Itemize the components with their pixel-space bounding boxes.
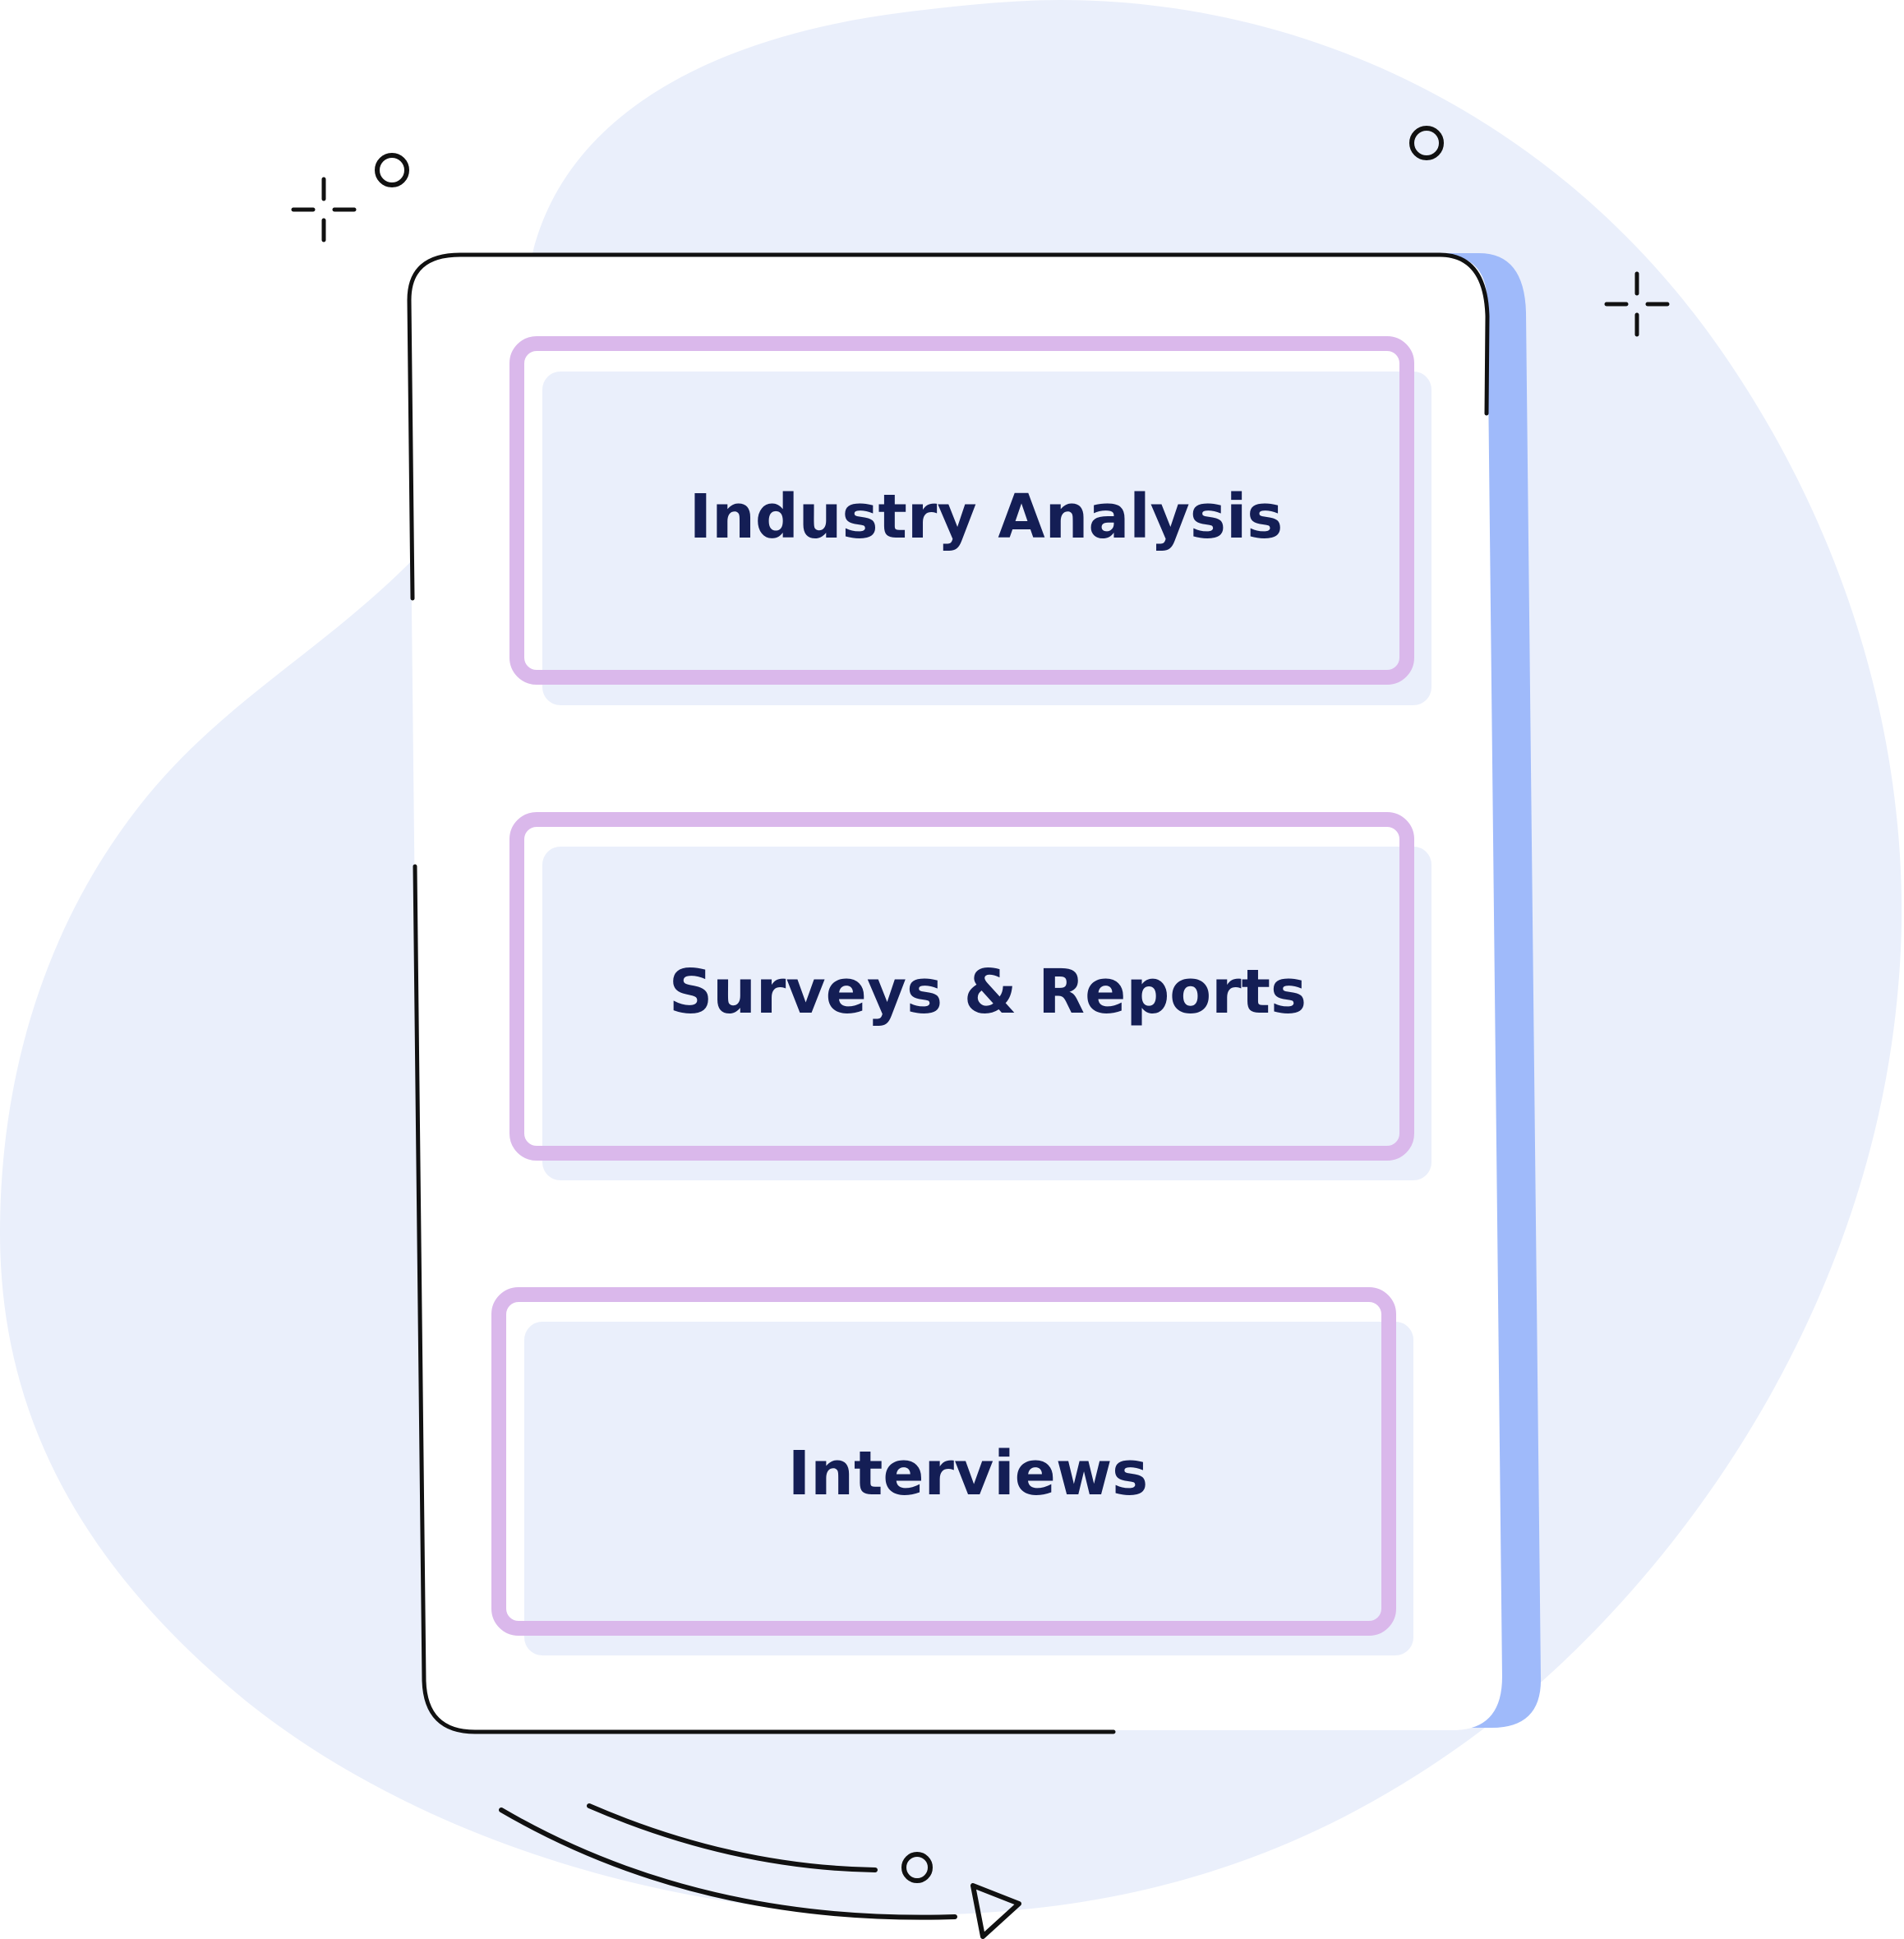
card-shadow — [542, 847, 1431, 1180]
circle-icon — [1409, 126, 1444, 160]
card-label: Interviews — [788, 1438, 1148, 1509]
sparkle-icon — [291, 177, 357, 242]
circle-icon — [375, 153, 409, 187]
sparkle-icon — [1604, 271, 1670, 337]
card-surveys-reports: Surveys & Reports — [509, 812, 1431, 1180]
card-frame — [509, 812, 1414, 1161]
card-label: Industry Analysis — [689, 482, 1284, 552]
circle-icon — [901, 1852, 933, 1883]
card-industry-analysis: Industry Analysis — [509, 336, 1431, 705]
card-interviews: Interviews — [491, 1287, 1413, 1655]
arrow-icon — [499, 1803, 1021, 1939]
card-shadow — [524, 1322, 1413, 1655]
card-shadow — [542, 372, 1431, 705]
card-frame — [509, 336, 1414, 685]
card-label: Surveys & Reports — [669, 957, 1307, 1027]
card-frame — [491, 1287, 1396, 1636]
panel-outline — [407, 252, 1490, 1734]
